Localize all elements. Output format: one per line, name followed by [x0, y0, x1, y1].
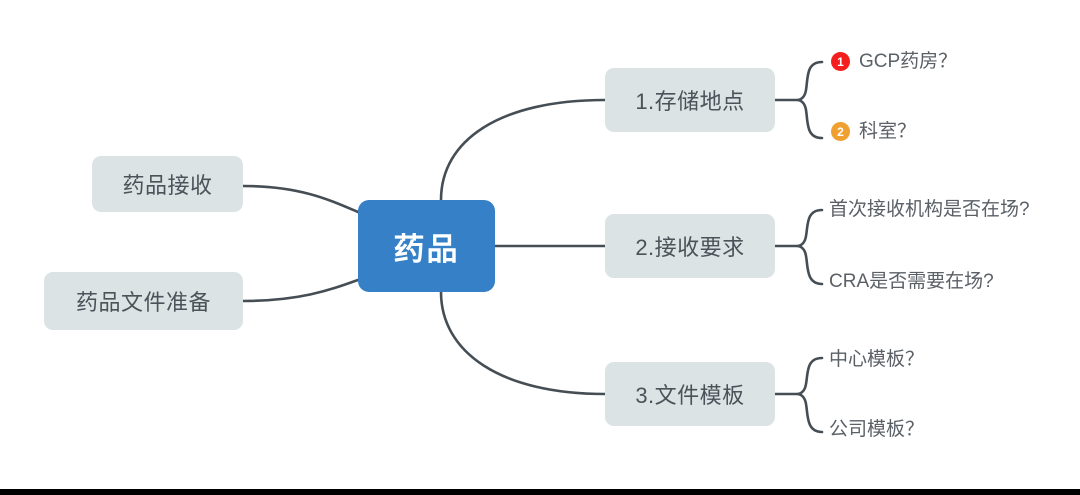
badge-number-2: 2 [831, 122, 850, 141]
leaf-department[interactable]: 2 科室？ [831, 122, 916, 141]
leaf-label: 中心模板？ [829, 349, 925, 370]
bottom-divider [0, 489, 1080, 495]
leaf-site-template[interactable]: 中心模板？ [829, 350, 924, 369]
connector-branch-3 [439, 290, 607, 396]
branch-node-document-template[interactable]: 3.文件模板 [605, 362, 775, 426]
leaf-first-receipt-institution-present[interactable]: 首次接收机构是否在场? [829, 200, 1030, 219]
connector-branch-1 [439, 98, 607, 202]
branch-node-label: 3.文件模板 [635, 383, 745, 408]
leaf-gcp-pharmacy[interactable]: 1 GCP药房？ [831, 52, 957, 71]
brace-3 [796, 356, 824, 434]
left-node-document-preparation[interactable]: 药品文件准备 [44, 272, 243, 330]
brace-2 [796, 208, 824, 286]
center-node[interactable]: 药品 [358, 200, 495, 292]
branch-node-storage-location[interactable]: 1.存储地点 [605, 68, 775, 132]
branch-node-label: 2.接收要求 [635, 235, 745, 260]
branch-node-label: 1.存储地点 [635, 89, 745, 114]
leaf-company-template[interactable]: 公司模板？ [829, 420, 924, 439]
center-node-label: 药品 [393, 231, 460, 267]
badge-number-1: 1 [831, 52, 850, 71]
leaf-cra-present[interactable]: CRA是否需要在场? [829, 272, 994, 291]
connector-left-1 [241, 184, 360, 214]
left-node-label: 药品接收 [122, 173, 213, 198]
leaf-label: 科室？ [859, 121, 917, 142]
leaf-label: GCP药房？ [859, 51, 958, 72]
brace-1 [796, 60, 824, 140]
left-node-label: 药品文件准备 [75, 290, 211, 315]
leaf-label: 首次接收机构是否在场? [829, 199, 1030, 220]
left-node-drug-receiving[interactable]: 药品接收 [92, 156, 243, 212]
leaf-label: CRA是否需要在场? [829, 271, 994, 292]
connector-left-2 [241, 278, 360, 303]
leaf-label: 公司模板？ [829, 419, 925, 440]
branch-node-receiving-requirements[interactable]: 2.接收要求 [605, 214, 775, 278]
